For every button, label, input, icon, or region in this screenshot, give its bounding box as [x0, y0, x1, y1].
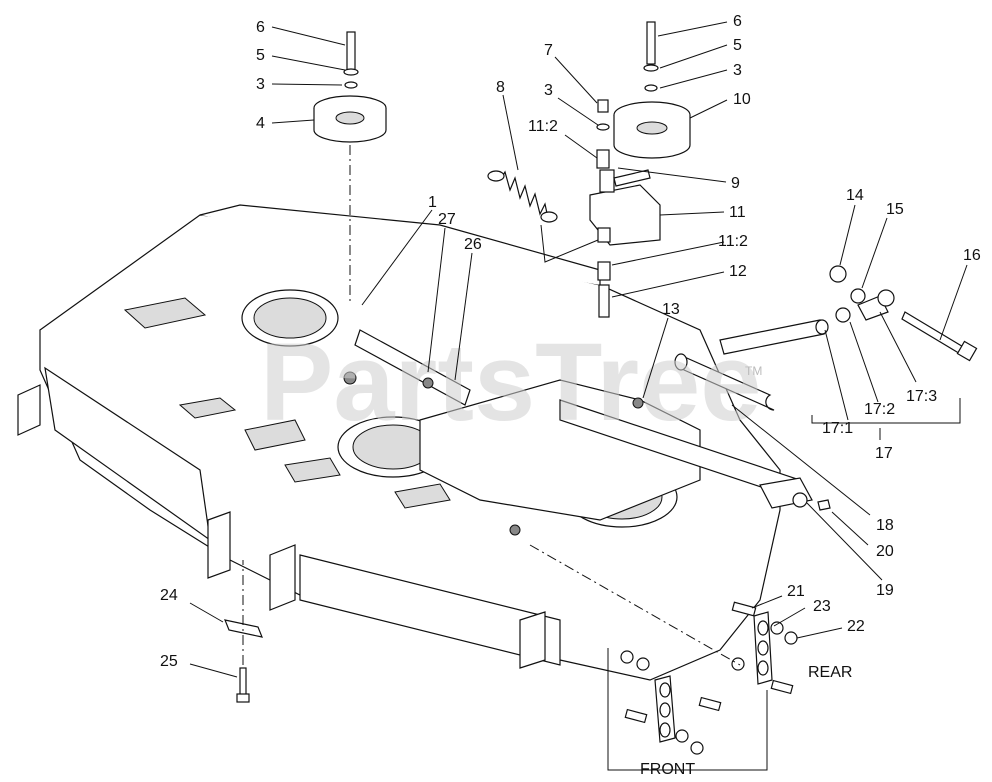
- callout-18: 18: [876, 517, 894, 534]
- callout-27: 27: [438, 211, 456, 228]
- leader-lines: [189, 21, 968, 678]
- chain-hardware: [529, 544, 798, 771]
- callout-9: 9: [731, 175, 740, 192]
- callout-7: 7: [544, 42, 553, 59]
- callout-12: 12: [729, 263, 747, 280]
- callout-15: 15: [886, 201, 904, 218]
- callout-17-2: 17:2: [864, 401, 895, 418]
- callout-17-1: 17:1: [822, 420, 853, 437]
- callout-13: 13: [662, 301, 680, 318]
- front-label: FRONT: [640, 761, 695, 778]
- callout-labels: 6 5 3 4 7 3 11:2 8 6 5 3 10 9 11 11:2 12…: [160, 13, 981, 778]
- callout-26: 26: [464, 236, 482, 253]
- callout-5-right: 5: [733, 37, 742, 54]
- callout-3-right: 3: [733, 62, 742, 79]
- callout-8: 8: [496, 79, 505, 96]
- callout-11: 11: [729, 204, 746, 221]
- callout-20: 20: [876, 543, 894, 560]
- callout-21: 21: [787, 583, 805, 600]
- callout-6-right: 6: [733, 13, 742, 30]
- callout-17-3: 17:3: [906, 388, 937, 405]
- callout-10: 10: [733, 91, 751, 108]
- callout-6-left: 6: [256, 19, 265, 36]
- callout-11-2-top: 11:2: [528, 118, 558, 135]
- idler-assembly: [487, 99, 661, 318]
- callout-25: 25: [160, 653, 178, 670]
- callout-17: 17: [875, 445, 893, 462]
- callout-23: 23: [813, 598, 831, 615]
- callout-5-left: 5: [256, 47, 265, 64]
- callout-14: 14: [846, 187, 864, 204]
- rear-label: REAR: [808, 664, 852, 681]
- callout-3-left: 3: [256, 76, 265, 93]
- mower-deck: [17, 204, 813, 681]
- callout-4: 4: [256, 115, 265, 132]
- callout-11-2-bottom: 11:2: [718, 233, 748, 250]
- callout-19: 19: [876, 582, 894, 599]
- callout-22: 22: [847, 618, 865, 635]
- right-pulley-assembly: [613, 21, 691, 159]
- bottom-hardware: [224, 560, 263, 703]
- callout-3-idler: 3: [544, 82, 553, 99]
- watermark-text: PartsTree: [260, 321, 761, 444]
- left-pulley-assembly: [313, 31, 387, 305]
- callout-24: 24: [160, 587, 178, 604]
- callout-16: 16: [963, 247, 981, 264]
- callout-1: 1: [428, 194, 437, 211]
- watermark-trademark: TM: [745, 364, 762, 378]
